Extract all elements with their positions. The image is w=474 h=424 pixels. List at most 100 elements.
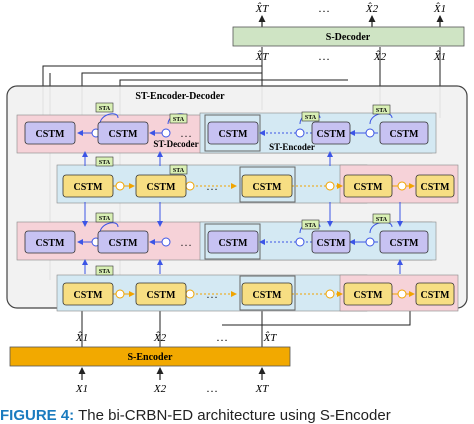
bottom-output-x1: X̂1: [75, 331, 88, 344]
st-encoder-decoder-label: ST-Encoder-Decoder: [135, 91, 225, 102]
st-encoder-label: ST-Encoder: [269, 142, 315, 152]
svg-text:CSTM: CSTM: [317, 129, 346, 140]
vertical-links: [82, 151, 403, 274]
bottom-input-labels: X1 X2 … XT: [75, 381, 269, 395]
sta-box-r1d: [372, 104, 391, 115]
row4-arrows: [112, 289, 415, 299]
cstm-r3-5: [379, 230, 429, 254]
figure-caption: FIGURE 4: The bi-CRBN-ED architecture us…: [0, 408, 474, 424]
bottom-input-x2: X2: [153, 383, 167, 395]
svg-text:CSTM: CSTM: [421, 290, 450, 301]
top-output-x2: X̂2: [365, 2, 379, 15]
svg-text:CSTM: CSTM: [147, 182, 176, 193]
top-output-labels: X̂T … X̂2 X̂1: [255, 1, 447, 15]
row-ellipses: … … … …: [180, 126, 218, 301]
sta-box-r1b: [169, 113, 188, 124]
sta-label-r1c: STA: [305, 115, 317, 121]
sta-label-r3c: STA: [376, 217, 388, 223]
svg-text:CSTM: CSTM: [109, 238, 138, 249]
cstm-r1-3: [207, 121, 259, 145]
caption-lead: FIGURE 4:: [0, 408, 75, 424]
top-output-x1: X̂1: [433, 2, 446, 15]
sta-box-r1a: [95, 102, 114, 113]
sta-box-r2b: [169, 164, 188, 175]
cstm-r2-4: [343, 174, 393, 198]
highlight-frame-row2: [239, 166, 296, 203]
s-encoder-label: S-Encoder: [128, 352, 174, 363]
svg-text:CSTM: CSTM: [147, 290, 176, 301]
row3-cells: CSTM CSTM CSTM CSTM CSTM: [24, 230, 429, 254]
svg-text:CSTM: CSTM: [354, 182, 383, 193]
svg-text:CSTM: CSTM: [253, 290, 282, 301]
bottom-input-ellipsis: …: [206, 381, 218, 395]
cstm-r4-5: [415, 282, 455, 306]
cstm-r2-1: [62, 174, 114, 198]
sta-box-r3b: [301, 219, 320, 230]
cstm-r1-1: [24, 121, 76, 145]
cstm-r4-3: [241, 282, 293, 306]
sta-label-r1b: STA: [173, 117, 185, 123]
svg-text:CSTM: CSTM: [421, 182, 450, 193]
svg-text:…: …: [206, 287, 218, 301]
sta-boxes: STA STA STA STA STA STA STA STA STA STA: [95, 102, 391, 276]
svg-text:…: …: [180, 235, 192, 249]
s-encoder-box: [9, 346, 291, 367]
bottom-output-xt: X̂T: [263, 331, 278, 344]
top-output-xt: X̂T: [255, 2, 270, 15]
sta-label-r1d: STA: [376, 108, 388, 114]
st-decoder-label: ST-Decoder: [153, 139, 198, 149]
bottom-output-ellipsis: …: [216, 330, 228, 344]
svg-text:CSTM: CSTM: [219, 129, 248, 140]
sta-box-r3a: [95, 212, 114, 223]
svg-text:CSTM: CSTM: [74, 182, 103, 193]
cstm-r3-3: [207, 230, 259, 254]
cstm-r3-1: [24, 230, 76, 254]
sta-box-r1c: [301, 111, 320, 122]
row1-cells: CSTM CSTM CSTM CSTM CSTM: [24, 121, 429, 145]
top-output-ellipsis: …: [318, 1, 330, 15]
top-input-labels: X̂T … X̂2 X̂1: [255, 49, 447, 63]
bottom-input-xt: XT: [255, 383, 270, 395]
svg-text:CSTM: CSTM: [390, 129, 419, 140]
svg-text:CSTM: CSTM: [36, 129, 65, 140]
svg-text:CSTM: CSTM: [36, 238, 65, 249]
sta-box-r2a: [95, 156, 114, 167]
cstm-r4-4: [343, 282, 393, 306]
svg-text:CSTM: CSTM: [317, 238, 346, 249]
svg-text:CSTM: CSTM: [354, 290, 383, 301]
row4-cells: CSTM CSTM CSTM CSTM CSTM: [62, 282, 455, 306]
cstm-r4-1: [62, 282, 114, 306]
bottom-input-x1: X1: [75, 383, 88, 395]
svg-text:CSTM: CSTM: [74, 290, 103, 301]
svg-text:…: …: [180, 126, 192, 140]
sta-label-r3a: STA: [99, 216, 111, 222]
sta-label-r2a: STA: [99, 160, 111, 166]
cstm-r1-5: [379, 121, 429, 145]
bottom-output-labels: X̂1 X̂2 … X̂T: [75, 330, 277, 344]
sta-box-r3c: [372, 213, 391, 224]
sta-label-r2b: STA: [173, 168, 185, 174]
cstm-r2-2: [135, 174, 187, 198]
cstm-r1-2: [97, 121, 149, 145]
top-input-ellipsis: …: [318, 49, 330, 63]
svg-text:CSTM: CSTM: [219, 238, 248, 249]
svg-text:CSTM: CSTM: [109, 129, 138, 140]
sta-label-r1a: STA: [99, 106, 111, 112]
cstm-r3-4: [311, 230, 351, 254]
s-decoder-label: S-Decoder: [326, 32, 371, 43]
cstm-r2-5: [415, 174, 455, 198]
caption-text: The bi-CRBN-ED architecture using S-Enco…: [74, 408, 391, 424]
sta-label-r4a: STA: [99, 269, 111, 275]
svg-text:CSTM: CSTM: [253, 182, 282, 193]
cstm-r4-2: [135, 282, 187, 306]
row2-cells: CSTM CSTM CSTM CSTM CSTM: [62, 174, 455, 198]
sta-label-r3b: STA: [305, 223, 317, 229]
cstm-r1-4: [311, 121, 351, 145]
highlight-frame-row4: [239, 275, 296, 311]
svg-text:…: …: [206, 179, 218, 193]
bottom-output-x2: X̂2: [153, 331, 167, 344]
cstm-r2-3: [241, 174, 293, 198]
cstm-r3-2: [97, 230, 149, 254]
svg-text:CSTM: CSTM: [390, 238, 419, 249]
